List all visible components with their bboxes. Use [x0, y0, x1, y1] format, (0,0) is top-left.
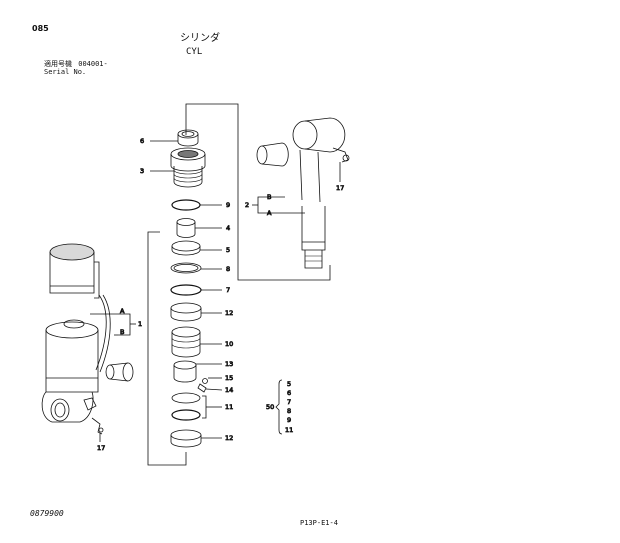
kit-item-5: 5 — [287, 380, 291, 388]
drawing-number: 0879900 — [30, 509, 64, 518]
applicable-label: 適用号機 004001- — [44, 60, 108, 68]
callout-7: 7 — [226, 286, 230, 294]
part-12-wear-ring-upper — [170, 302, 202, 322]
callout-12-lower: 12 — [225, 434, 233, 442]
title-japanese: シリンダ — [180, 33, 220, 44]
grease-fitting-right — [332, 147, 350, 163]
grease-fitting-left — [91, 417, 104, 435]
piston-rod-assembly — [256, 117, 346, 269]
cylinder-tube-assembly — [41, 243, 111, 423]
part-12-wear-ring-lower — [170, 429, 202, 448]
callout-15: 15 — [225, 374, 233, 382]
applicable-value: 004001- — [78, 60, 108, 68]
callout-17-right: 17 — [336, 184, 344, 192]
part-15-ball — [202, 378, 208, 384]
callout-14: 14 — [225, 386, 233, 394]
callout-1: 1 — [138, 320, 142, 328]
callout-9: 9 — [226, 201, 230, 209]
part-7-o-ring — [170, 284, 202, 296]
page-number: 085 — [32, 24, 49, 33]
part-14-set-screw — [197, 383, 207, 393]
part-13-nut — [173, 360, 197, 383]
part-3-gland — [170, 147, 206, 188]
callout-4: 4 — [226, 224, 230, 232]
callout-6: 6 — [140, 137, 144, 145]
part-11-ring-pair — [171, 392, 207, 421]
kit-item-7: 7 — [287, 398, 291, 406]
kit-item-8: 8 — [287, 407, 291, 415]
connection-lines — [147, 103, 331, 466]
kit-number: 50 — [266, 403, 274, 411]
callout-a-left: A — [120, 307, 125, 315]
callout-13: 13 — [225, 360, 233, 368]
leader-14 — [205, 388, 223, 391]
part-8-seal — [170, 262, 202, 274]
kit-item-11: 11 — [285, 426, 293, 434]
page-code: P13P-E1-4 — [300, 519, 338, 527]
part-4-bushing — [176, 218, 196, 238]
part-1-bush — [105, 362, 134, 382]
callout-2: 2 — [245, 201, 249, 209]
kit-50-bracket — [275, 379, 283, 435]
callout-b-right: B — [267, 193, 271, 201]
part-10-piston — [171, 326, 201, 358]
title-english: CYL — [186, 47, 203, 57]
bracket-2 — [252, 196, 305, 214]
callout-a-right: A — [267, 209, 272, 217]
callout-10: 10 — [225, 340, 233, 348]
kit-item-6: 6 — [287, 389, 291, 397]
part-9-o-ring — [171, 199, 201, 211]
callout-b-left: B — [120, 328, 124, 336]
part-6-cap — [177, 129, 199, 147]
bracket-1 — [90, 313, 136, 336]
callout-17-left: 17 — [97, 444, 105, 452]
part-5-ring — [171, 240, 201, 256]
applicable-label-text: 適用号機 — [44, 60, 72, 68]
kit-item-9: 9 — [287, 416, 291, 424]
callout-5: 5 — [226, 246, 230, 254]
serial-label: Serial No. — [44, 68, 87, 76]
callout-11: 11 — [225, 403, 233, 411]
callout-12-upper: 12 — [225, 309, 233, 317]
callout-8: 8 — [226, 265, 230, 273]
callout-3: 3 — [140, 167, 144, 175]
